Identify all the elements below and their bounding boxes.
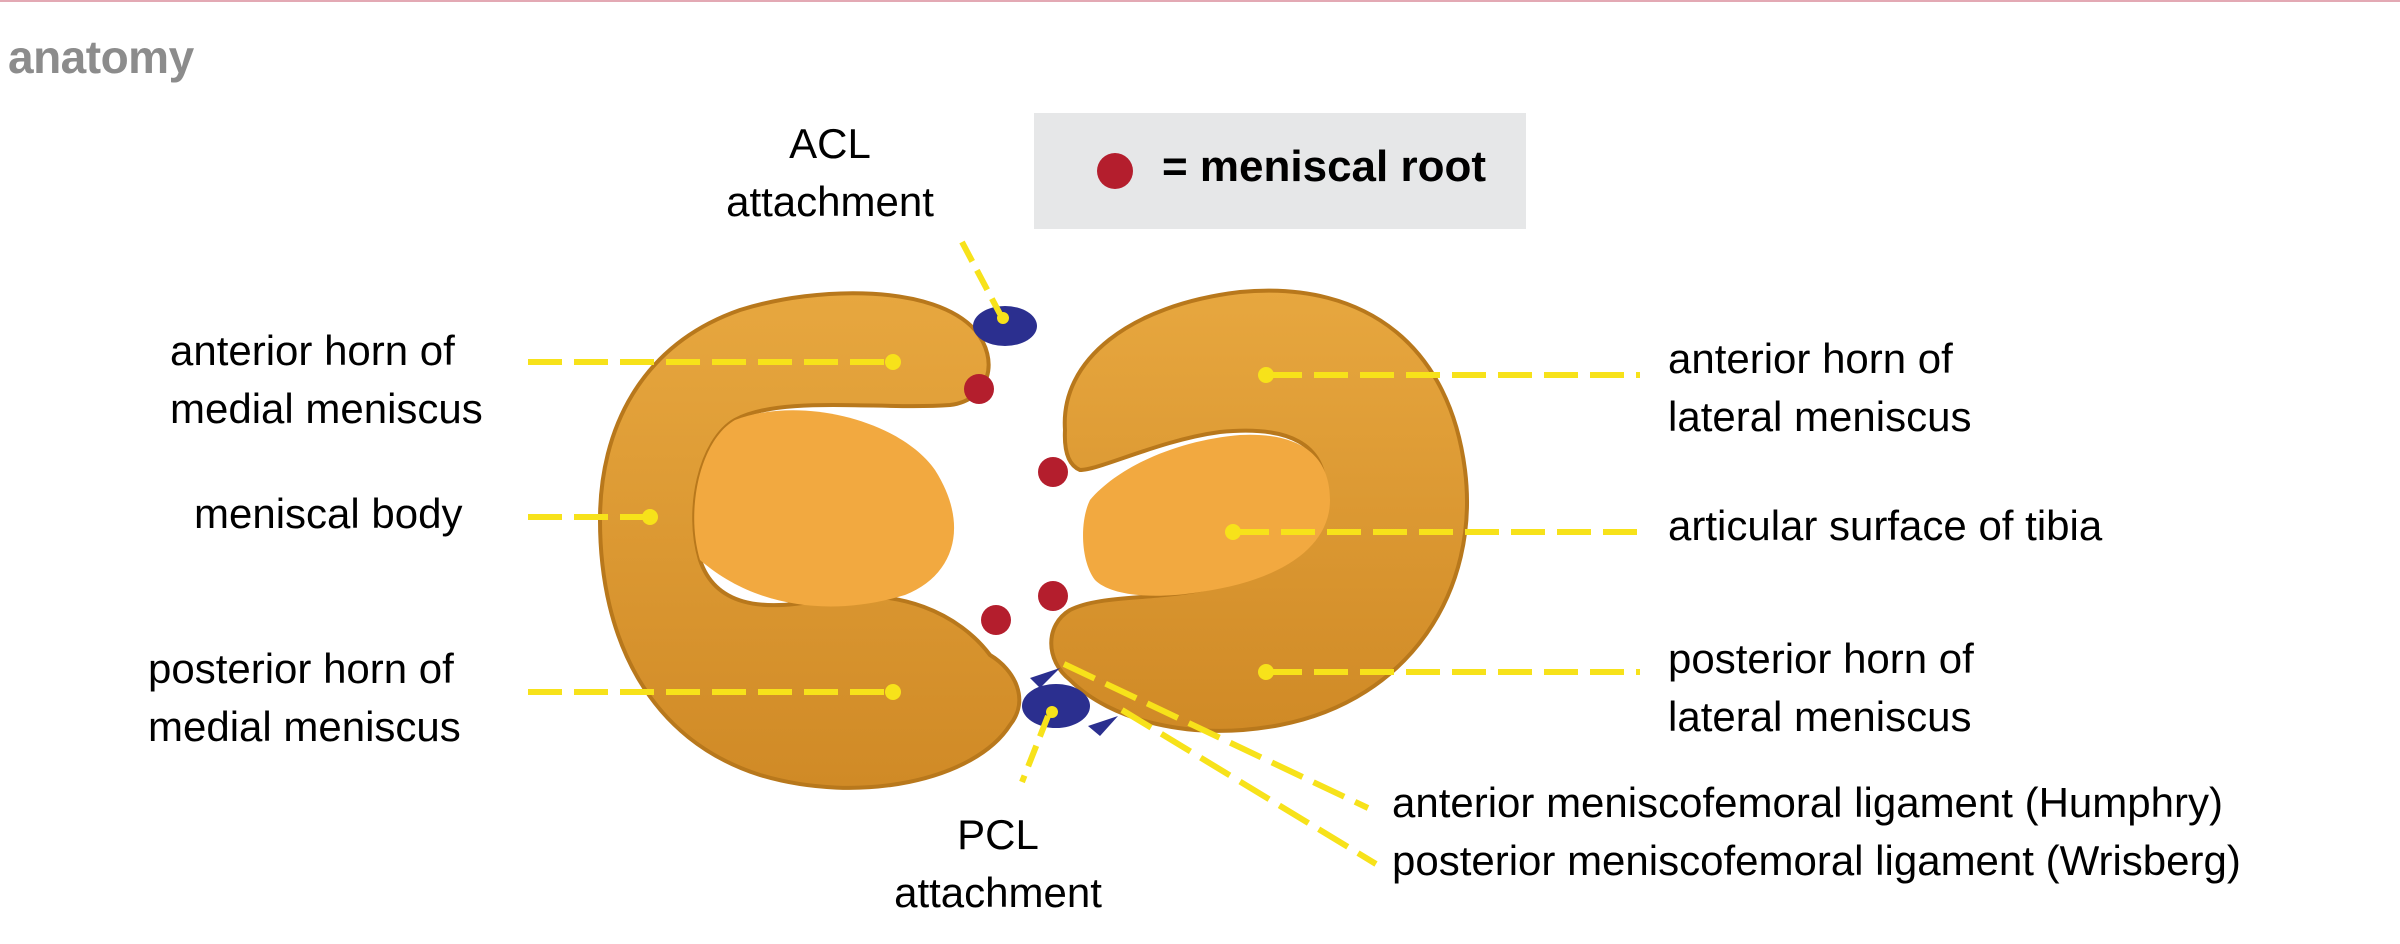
pointer-wrisberg [1120, 707, 1378, 867]
articular-surface-label: articular surface of tibia [1668, 502, 2103, 549]
legend-text: = meniscal root [1162, 142, 1487, 191]
meniscal-root-dot [1038, 581, 1068, 611]
pointer-dot [1258, 367, 1274, 383]
posterior-horn-lateral-label: posterior horn of lateral meniscus [1668, 635, 1974, 740]
legend: = meniscal root [1034, 113, 1526, 229]
acl-pointer-dot [997, 312, 1009, 324]
meniscal-root-dot-icon [1097, 153, 1133, 189]
posterior-horn-medial-label: posterior horn of medial meniscus [148, 645, 461, 750]
meniscal-body-label: meniscal body [194, 490, 463, 537]
pcl-attachment-label: PCL attachment [894, 811, 1102, 916]
pcl-attachment-marker [1022, 684, 1090, 728]
pointer-dot [885, 684, 901, 700]
pcl-pointer-dot [1046, 706, 1058, 718]
lateral-meniscus [1049, 288, 1469, 733]
medial-meniscus [597, 291, 1022, 790]
meniscal-root-dot [981, 605, 1011, 635]
wrisberg-ligament-label: posterior meniscofemoral ligament (Wrisb… [1392, 837, 2241, 884]
meniscal-root-dot [964, 374, 994, 404]
acl-pointer-line [959, 240, 1003, 316]
pointer-dot [1225, 524, 1241, 540]
anterior-horn-medial-label: anterior horn of medial meniscus [170, 327, 483, 432]
ligament-arrow-icon [1088, 716, 1118, 736]
acl-attachment-label: ACL attachment [726, 120, 934, 225]
pointer-dot [642, 509, 658, 525]
pointer-humphry [1062, 661, 1370, 811]
anterior-horn-lateral-label: anterior horn of lateral meniscus [1668, 335, 1972, 440]
pointer-dot [1258, 664, 1274, 680]
humphry-ligament-label: anterior meniscofemoral ligament (Humphr… [1392, 779, 2223, 826]
section-title: anatomy [8, 31, 194, 83]
pcl-pointer-line [1019, 714, 1051, 784]
ligament-arrow-icon [1030, 668, 1060, 688]
top-divider [0, 0, 2400, 2]
medial-articular-surface [694, 410, 955, 607]
pointer-dot [885, 354, 901, 370]
lateral-articular-surface [1083, 434, 1330, 596]
meniscal-root-dot [1038, 457, 1068, 487]
acl-attachment-marker [973, 306, 1037, 346]
